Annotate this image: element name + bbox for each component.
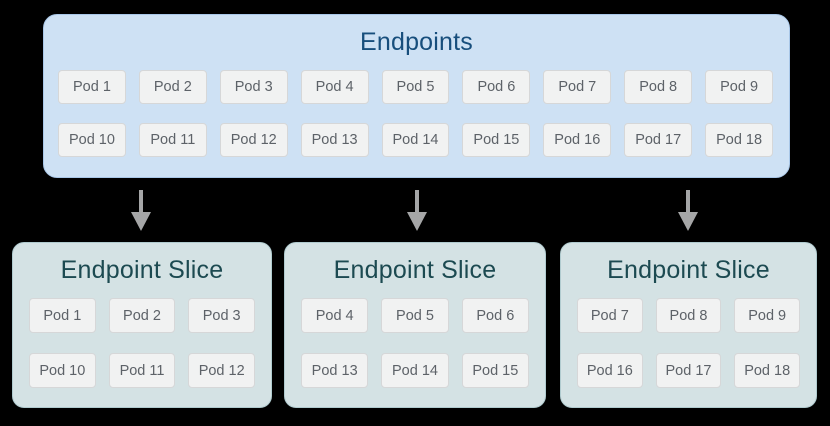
pod-chip: Pod 12 <box>219 123 288 157</box>
endpoints-title: Endpoints <box>360 28 473 56</box>
pod-chip: Pod 1 <box>58 70 126 104</box>
pod-chip: Pod 17 <box>624 123 693 157</box>
pod-chip: Pod 14 <box>381 353 449 388</box>
pod-chip: Pod 9 <box>705 70 774 104</box>
arrow-down-icon <box>131 190 151 231</box>
pod-chip: Pod 8 <box>624 70 693 104</box>
pod-chip: Pod 18 <box>705 123 774 157</box>
pod-chip: Pod 10 <box>58 123 126 157</box>
pod-chip: Pod 8 <box>655 298 722 333</box>
pod-chip: Pod 16 <box>577 353 643 388</box>
pod-chip: Pod 11 <box>108 353 176 388</box>
pod-chip: Pod 5 <box>381 298 449 333</box>
pod-chip: Pod 13 <box>301 353 369 388</box>
pod-chip: Pod 7 <box>543 70 612 104</box>
pod-chip: Pod 12 <box>188 353 256 388</box>
slice-2-pod-row-1: Pod 4 Pod 5 Pod 6 <box>301 298 529 333</box>
pod-chip: Pod 1 <box>29 298 96 333</box>
pod-chip: Pod 16 <box>543 123 612 157</box>
pod-chip: Pod 6 <box>461 298 529 333</box>
pod-chip: Pod 11 <box>138 123 207 157</box>
pod-chip: Pod 13 <box>300 123 369 157</box>
slice-2-pod-row-2: Pod 13 Pod 14 Pod 15 <box>301 353 529 388</box>
arrow-down-icon <box>407 190 427 231</box>
pod-chip: Pod 6 <box>462 70 531 104</box>
endpoints-pod-row-2: Pod 10 Pod 11 Pod 12 Pod 13 Pod 14 Pod 15 Pod … <box>58 123 774 157</box>
slice-1-pod-row-1: Pod 1 Pod 2 Pod 3 <box>29 298 256 333</box>
pod-chip: Pod 18 <box>734 353 801 388</box>
pod-chip: Pod 14 <box>381 123 450 157</box>
pod-chip: Pod 15 <box>461 353 529 388</box>
pod-chip: Pod 4 <box>300 70 369 104</box>
pod-chip: Pod 15 <box>462 123 531 157</box>
pod-chip: Pod 10 <box>29 353 96 388</box>
slice-3-pod-row-2: Pod 16 Pod 17 Pod 18 <box>577 353 801 388</box>
endpoint-slice-title: Endpoint Slice <box>60 256 224 284</box>
pod-chip: Pod 3 <box>219 70 288 104</box>
endpoint-slice-title: Endpoint Slice <box>333 256 497 284</box>
pod-chip: Pod 2 <box>138 70 207 104</box>
pod-chip: Pod 5 <box>381 70 450 104</box>
slice-1-pod-row-2: Pod 10 Pod 11 Pod 12 <box>29 353 256 388</box>
endpoints-pod-row-1: Pod 1 Pod 2 Pod 3 Pod 4 Pod 5 Pod 6 Pod 7 Pod 8… <box>58 70 774 104</box>
pod-chip: Pod 3 <box>188 298 256 333</box>
pod-chip: Pod 9 <box>734 298 801 333</box>
arrow-down-icon <box>678 190 698 231</box>
pod-chip: Pod 2 <box>108 298 176 333</box>
pod-chip: Pod 7 <box>577 298 643 333</box>
endpoints-box: Endpoints Pod 1 Pod 2 Pod 3 Pod 4 Pod 5 Pod 6… <box>43 14 790 178</box>
pod-chip: Pod 17 <box>655 353 722 388</box>
slice-3-pod-row-1: Pod 7 Pod 8 Pod 9 <box>577 298 801 333</box>
endpoint-slice-title: Endpoint Slice <box>607 256 770 284</box>
pod-chip: Pod 4 <box>301 298 369 333</box>
